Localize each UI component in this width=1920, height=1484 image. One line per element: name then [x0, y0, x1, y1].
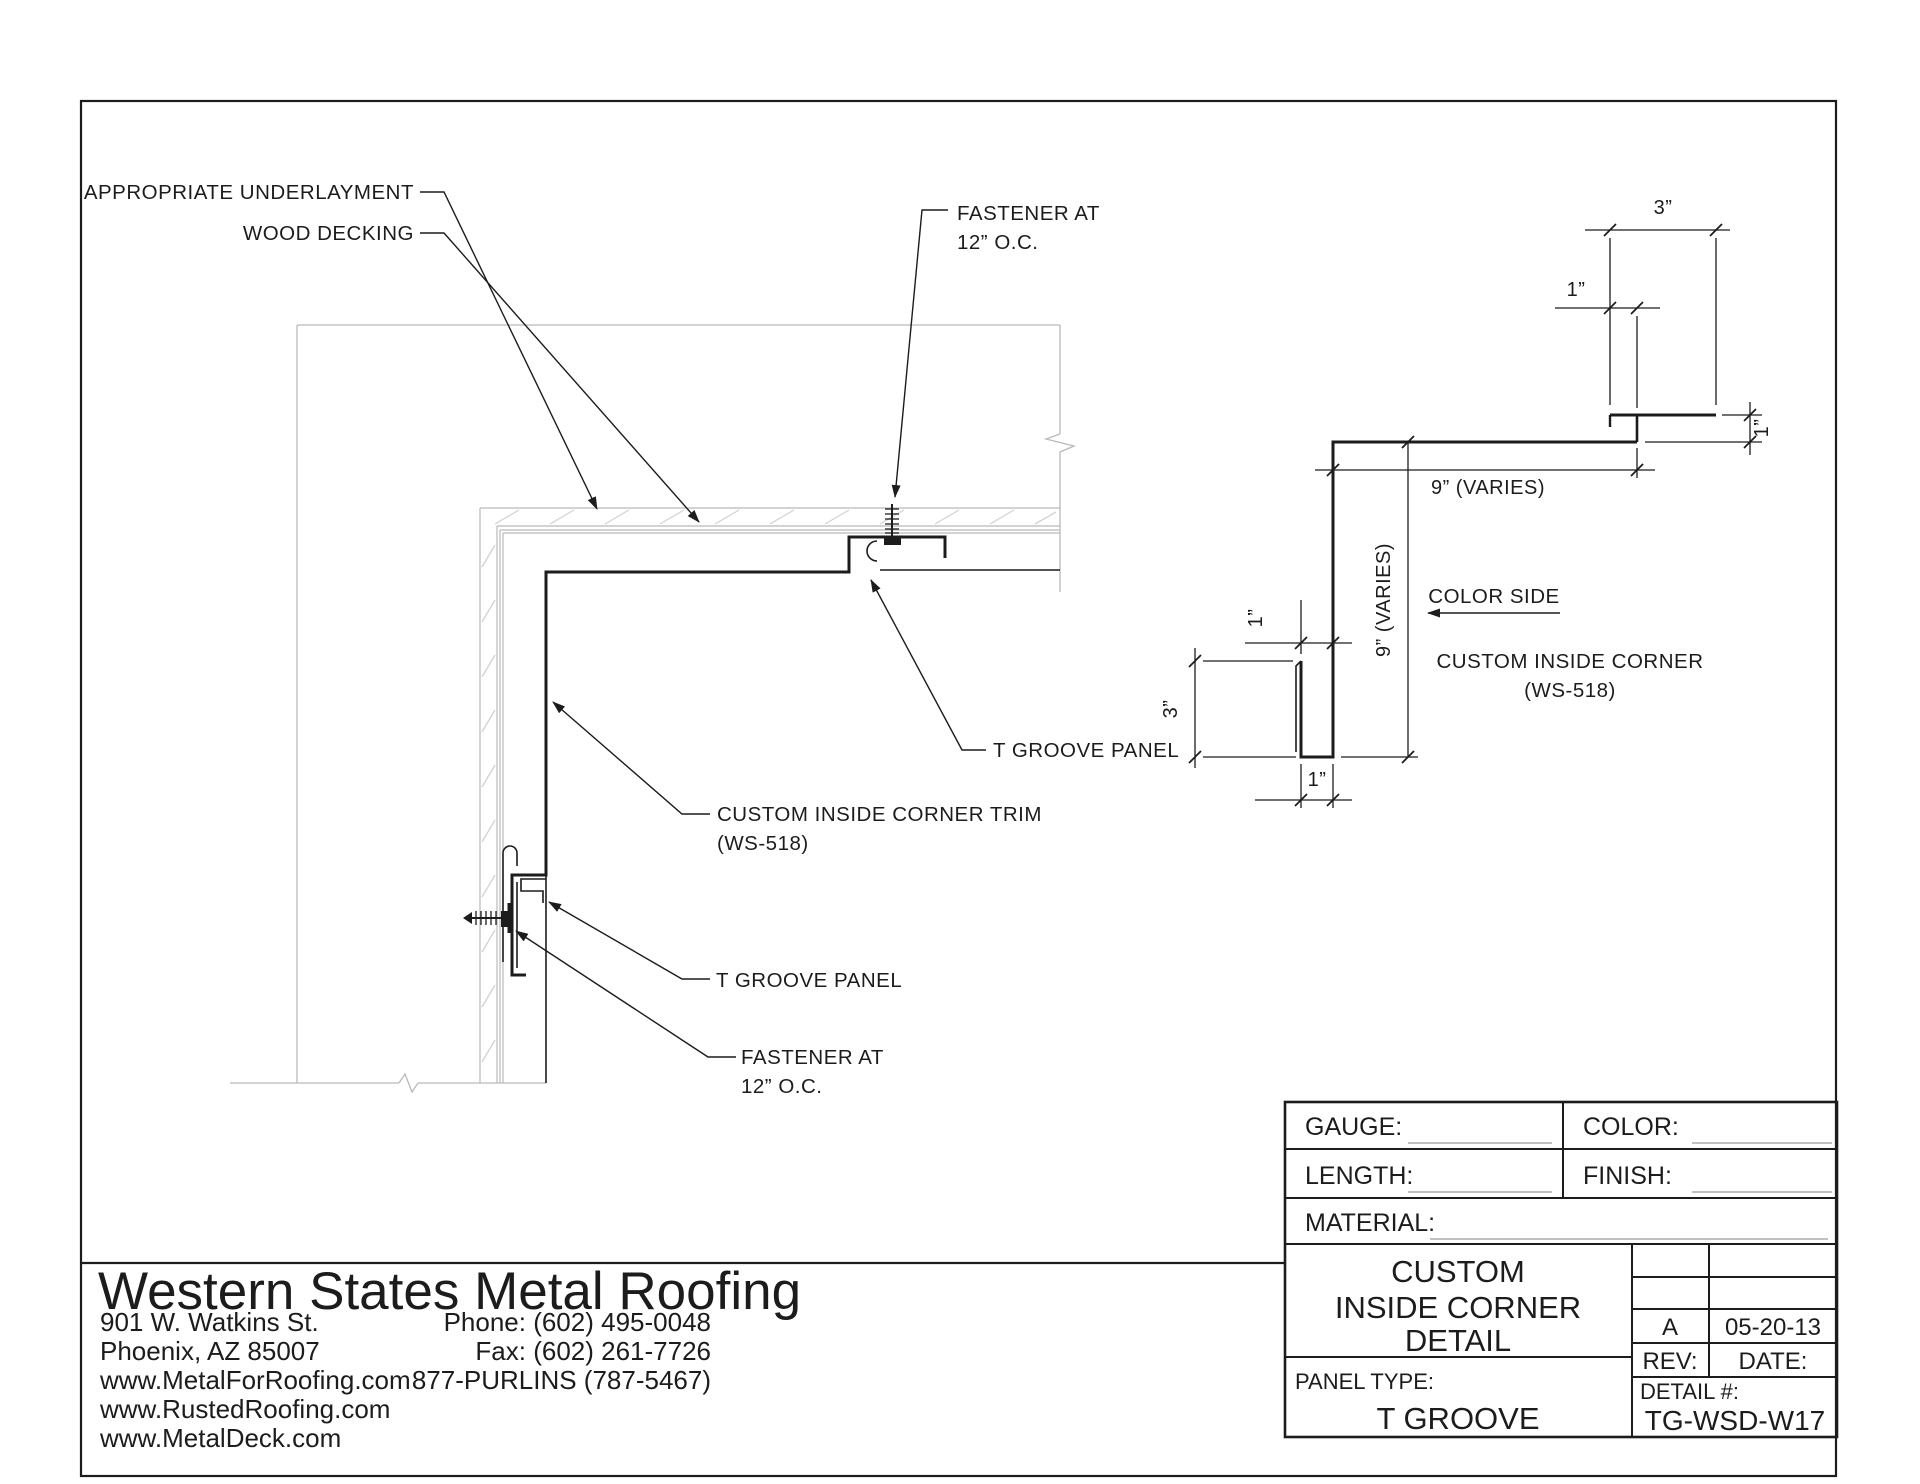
inside-corner-trim-profile: [510, 535, 947, 977]
label-panel-top: T GROOVE PANEL: [993, 739, 1179, 762]
date-value: 05-20-13: [1725, 1314, 1821, 1341]
material-field-label: MATERIAL:: [1305, 1209, 1435, 1237]
detail-number-value: TG-WSD-W17: [1645, 1405, 1825, 1436]
break-mark-right: [1043, 433, 1077, 453]
leader-panel-bottom: [548, 901, 710, 980]
rev-label: REV:: [1642, 1348, 1697, 1375]
company-name: Western States Metal Roofing: [98, 1262, 801, 1321]
profile-hem-bottom: [1295, 660, 1302, 752]
panel-type-label: PANEL TYPE:: [1295, 1369, 1434, 1394]
leader-panel-top: [870, 579, 986, 751]
label-wood-decking: WOOD DECKING: [243, 222, 414, 245]
company-web-3: www.MetalDeck.com: [99, 1423, 341, 1453]
company-block: Western States Metal Roofing 901 W. Watk…: [81, 1261, 1285, 1453]
profile-dimensions: [1188, 223, 1762, 808]
page-border: [79, 99, 1838, 1478]
rev-value: A: [1662, 1314, 1678, 1341]
detail-number-label: DETAIL #:: [1640, 1379, 1739, 1404]
company-fax: Fax: (602) 261-7726: [475, 1336, 711, 1366]
detail-title-1: CUSTOM: [1391, 1254, 1525, 1289]
company-web-1: www.MetalForRoofing.com: [99, 1365, 411, 1395]
label-trim-1: CUSTOM INSIDE CORNER TRIM: [717, 803, 1042, 826]
dim-1-hook-top: 1”: [1245, 609, 1267, 628]
screw-head-icon: [501, 911, 509, 927]
fastener-bottom: [463, 903, 511, 933]
panel-flange-hook: [502, 845, 518, 866]
label-profile-name-1: CUSTOM INSIDE CORNER: [1436, 650, 1703, 673]
company-address-2: Phoenix, AZ 85007: [100, 1336, 320, 1366]
leader-lines: [420, 191, 986, 1058]
dim-1-right: 1”: [1751, 419, 1773, 438]
detail-title-3: DETAIL: [1405, 1323, 1511, 1358]
trim-profile-diagram: 3” 1” 1” 9” (VARIES) 9” (VARIES) 1” 3” 1…: [1160, 197, 1773, 808]
leader-fastener-bottom: [515, 930, 736, 1058]
gauge-field-label: GAUGE:: [1305, 1113, 1402, 1141]
dim-1-bottom: 1”: [1308, 769, 1327, 791]
date-label: DATE:: [1739, 1348, 1808, 1375]
label-color-side: COLOR SIDE: [1428, 585, 1559, 608]
decking-underlayment-lines: [479, 507, 1060, 1083]
label-underlayment: APPROPRIATE UNDERLAYMENT: [84, 181, 414, 204]
dim-9-horizontal: 9” (VARIES): [1431, 477, 1545, 499]
label-fastener-bottom-1: FASTENER AT: [741, 1046, 884, 1069]
detail-title-2: INSIDE CORNER: [1335, 1290, 1581, 1325]
title-block: GAUGE: COLOR: LENGTH: FINISH: MATERIAL: …: [1283, 1100, 1839, 1439]
screw-threads-icon: [475, 911, 497, 925]
leader-underlayment: [420, 191, 598, 510]
dim-9-vertical: 9” (VARIES): [1373, 543, 1395, 657]
dim-1-top-left: 1”: [1567, 279, 1586, 301]
break-mark-bottom: [398, 1072, 419, 1094]
blank-fill-lines: [1408, 1142, 1832, 1240]
screw-threads-icon: [885, 508, 899, 534]
wall-outline: [230, 324, 1077, 1094]
leader-fastener-top: [891, 209, 948, 498]
label-panel-bottom: T GROOVE PANEL: [716, 969, 902, 992]
dim-3-hook: 3”: [1160, 700, 1182, 719]
panel-type-value: T GROOVE: [1376, 1401, 1539, 1436]
company-address-1: 901 W. Watkins St.: [100, 1307, 319, 1337]
label-fastener-top-1: FASTENER AT: [957, 202, 1100, 225]
fastener-top: [877, 504, 907, 545]
company-purlins: 877-PURLINS (787-5467): [412, 1365, 711, 1395]
profile-body: [1299, 440, 1637, 759]
length-field-label: LENGTH:: [1305, 1162, 1413, 1190]
label-fastener-bottom-2: 12” O.C.: [741, 1075, 822, 1098]
label-fastener-top-2: 12” O.C.: [957, 231, 1038, 254]
wall-panel-groove: [520, 878, 546, 903]
screw-head-icon: [884, 537, 901, 545]
leader-wood-decking: [420, 232, 700, 523]
dim-3-top: 3”: [1654, 197, 1673, 219]
company-phone: Phone: (602) 495-0048: [444, 1307, 711, 1337]
leader-trim: [552, 701, 710, 815]
color-field-label: COLOR:: [1583, 1113, 1679, 1141]
label-trim-2: (WS-518): [717, 832, 809, 855]
label-profile-name-2: (WS-518): [1524, 679, 1616, 702]
t-groove-panels: [502, 540, 1060, 1083]
ceiling-panel-hook: [866, 540, 878, 562]
company-web-2: www.RustedRoofing.com: [99, 1394, 390, 1424]
finish-field-label: FINISH:: [1583, 1162, 1672, 1190]
screw-tip-icon: [463, 912, 472, 924]
